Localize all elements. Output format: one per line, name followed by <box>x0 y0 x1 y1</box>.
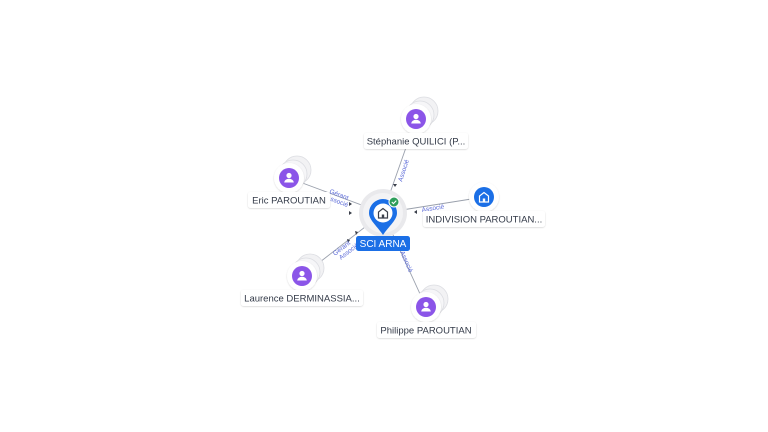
arrow-eric-1 <box>349 202 352 206</box>
node-quilici[interactable]: Stéphanie QUILICI (P... <box>364 96 468 149</box>
verified-check-icon <box>388 196 400 208</box>
node-label-laurence: Laurence DERMINASSIA... <box>244 294 360 305</box>
node-indivision[interactable]: INDIVISION PAROUTIAN... <box>423 182 545 227</box>
company-icon <box>474 187 494 207</box>
center-label: SCI ARNA <box>360 239 407 250</box>
node-label-eric: Eric PAROUTIAN <box>252 196 326 207</box>
arrow-quilici <box>393 184 397 187</box>
node-label-quilici: Stéphanie QUILICI (P... <box>367 137 466 148</box>
node-label-philippe: Philippe PAROUTIAN <box>380 326 471 337</box>
company-icon <box>377 207 389 219</box>
arrow-eric-2 <box>349 211 352 215</box>
edge-arrows <box>347 184 417 243</box>
center-label-badge <box>356 236 410 251</box>
arrow-laurence-1 <box>355 231 358 235</box>
node-laurence[interactable]: Laurence DERMINASSIA... <box>241 253 363 306</box>
relation-label-indivision: Associé <box>421 203 445 214</box>
node-eric[interactable]: Eric PAROUTIAN <box>248 155 330 208</box>
relation-label-philippe: Associé <box>398 250 414 274</box>
center-node[interactable]: SCI ARNA <box>356 189 410 251</box>
arrow-laurence-2 <box>347 239 350 243</box>
relation-label-quilici: Associé <box>397 158 411 182</box>
node-philippe[interactable]: Philippe PAROUTIAN <box>377 284 476 338</box>
node-label-indivision: INDIVISION PAROUTIAN... <box>426 215 542 226</box>
arrow-indivision <box>414 210 417 214</box>
